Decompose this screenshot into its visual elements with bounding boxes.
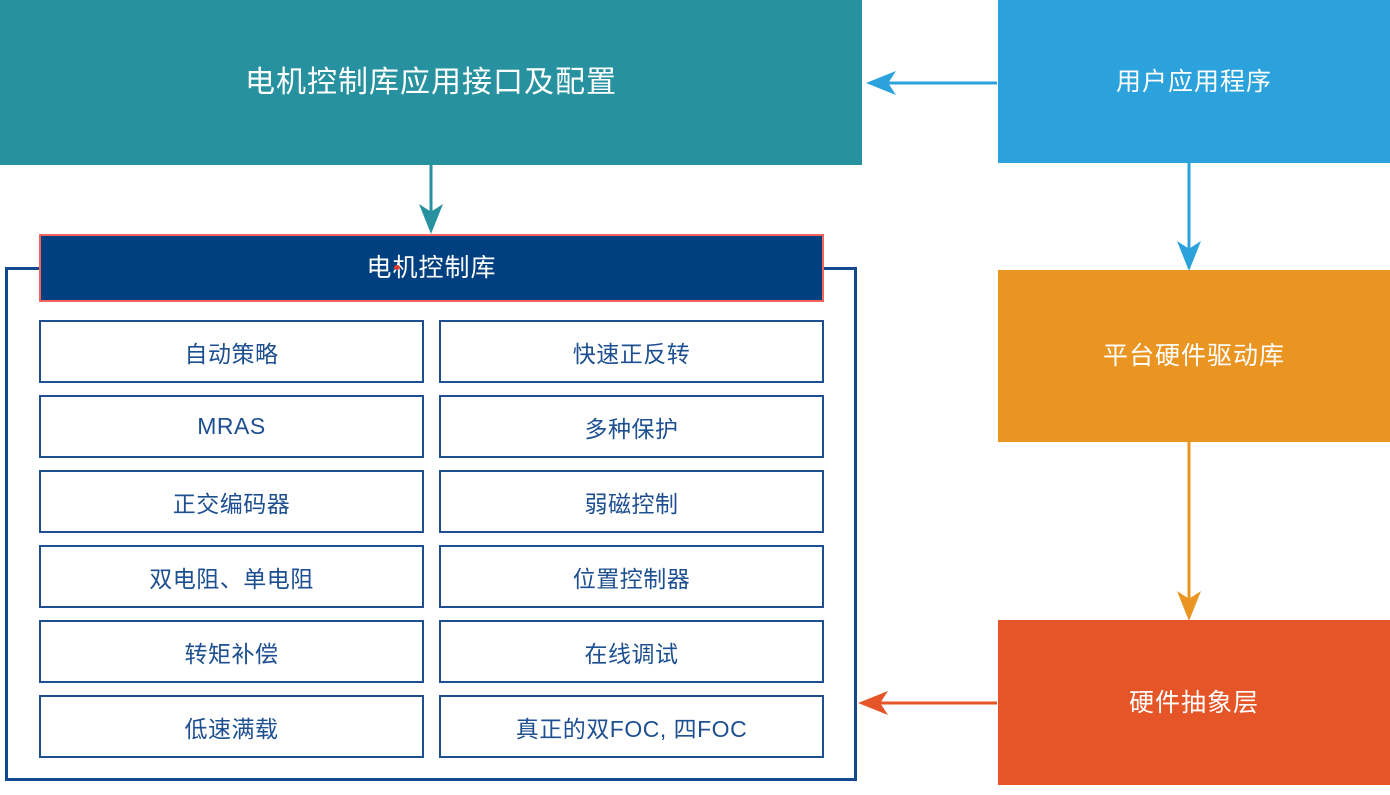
feature-label: 转矩补偿 [184, 640, 279, 667]
cursor-artifact [394, 265, 400, 270]
library-feature-grid: 自动策略 快速正反转 MRAS 多种保护 正交编码器 弱磁控制 双电阻、单电阻 … [39, 320, 824, 760]
feature-label: 多种保护 [584, 415, 679, 442]
user-application-label: 用户应用程序 [1115, 67, 1272, 96]
feature-cell[interactable]: 真正的双FOC, 四FOC [439, 695, 824, 758]
feature-label: 真正的双FOC, 四FOC [515, 715, 748, 742]
feature-cell[interactable]: 低速满载 [39, 695, 424, 758]
feature-label: MRAS [197, 413, 266, 439]
feature-label: 快速正反转 [572, 340, 691, 367]
feature-cell[interactable]: 位置控制器 [439, 545, 824, 608]
hardware-abstraction-layer-label: 硬件抽象层 [1128, 688, 1259, 717]
feature-cell[interactable]: 弱磁控制 [439, 470, 824, 533]
user-application-box: 用户应用程序 [998, 0, 1390, 163]
feature-cell[interactable]: 快速正反转 [439, 320, 824, 383]
feature-label: 低速满载 [184, 715, 279, 742]
feature-cell[interactable]: 转矩补偿 [39, 620, 424, 683]
feature-cell[interactable]: 多种保护 [439, 395, 824, 458]
motor-control-library-api-banner: 电机控制库应用接口及配置 [0, 0, 862, 165]
feature-label: 位置控制器 [572, 565, 691, 592]
feature-cell[interactable]: 在线调试 [439, 620, 824, 683]
motor-control-library-header-label: 电机控制库 [366, 254, 497, 282]
feature-cell[interactable]: 双电阻、单电阻 [39, 545, 424, 608]
feature-label: 正交编码器 [172, 490, 291, 517]
feature-label: 双电阻、单电阻 [149, 565, 314, 592]
motor-control-library-api-label: 电机控制库应用接口及配置 [245, 65, 617, 99]
feature-cell[interactable]: MRAS [39, 395, 424, 458]
platform-hardware-driver-label: 平台硬件驱动库 [1102, 342, 1285, 370]
motor-control-library-header[interactable]: 电机控制库 [39, 234, 824, 302]
feature-label: 在线调试 [584, 640, 679, 667]
hardware-abstraction-layer-box: 硬件抽象层 [998, 620, 1390, 785]
feature-label: 自动策略 [184, 340, 279, 367]
platform-hardware-driver-box: 平台硬件驱动库 [998, 270, 1390, 442]
feature-cell[interactable]: 自动策略 [39, 320, 424, 383]
feature-label: 弱磁控制 [584, 490, 679, 517]
feature-cell[interactable]: 正交编码器 [39, 470, 424, 533]
